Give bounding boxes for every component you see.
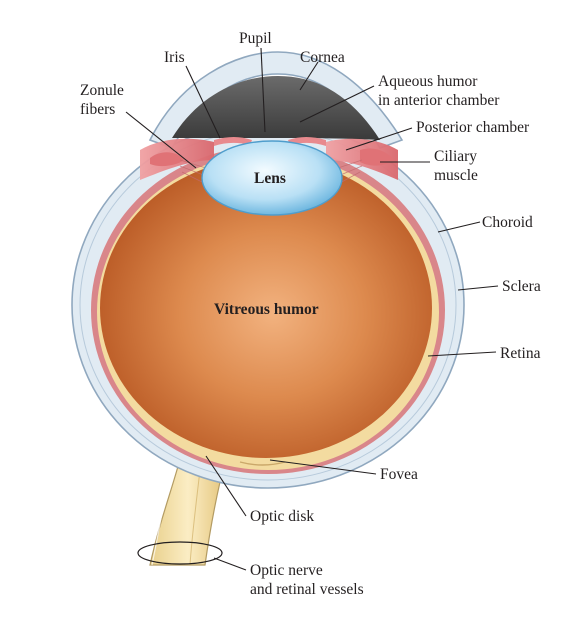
leader-sclera [457,285,499,291]
label-optic-nerve-line1: Optic nerve [250,562,323,579]
leader-choroid [437,221,481,233]
label-pupil: Pupil [239,30,272,47]
label-zonule-line2: fibers [80,101,115,118]
leader-cornea [299,61,319,91]
leader-fovea [269,459,377,475]
label-zonule-line1: Zonule [80,82,124,99]
fovea-mark [239,461,286,466]
label-optic-nerve-line2: and retinal vessels [250,581,364,598]
leader-optic-disk [205,455,247,517]
label-posterior-chamber: Posterior chamber [416,119,530,136]
label-iris: Iris [164,49,185,66]
label-retina: Retina [500,345,541,362]
label-optic-disk: Optic disk [250,508,314,525]
leader-pupil [260,47,266,133]
label-lens: Lens [254,170,286,187]
leader-zonule [125,111,197,169]
iris [214,137,326,146]
anterior-chamber [172,76,380,140]
leader-optic-nerve [213,557,247,571]
cornea [148,51,404,149]
optic-nerve [149,451,227,566]
vitreous-body [100,158,432,458]
label-sclera: Sclera [502,278,541,295]
label-vitreous: Vitreous humor [214,301,319,318]
label-ciliary-line1: Ciliary [434,148,477,165]
optic-nerve-ring [137,541,223,565]
ciliary-body [140,138,398,180]
leader-retina [427,351,497,357]
label-fovea: Fovea [380,466,418,483]
label-aqueous-line1: Aqueous humor [378,73,478,90]
labels: Pupil Iris Cornea Aqueous humor in anter… [80,30,541,598]
leader-aqueous [299,85,375,123]
label-ciliary-line2: muscle [434,167,478,184]
label-cornea: Cornea [300,49,345,66]
leader-lines [125,47,499,571]
label-choroid: Choroid [482,214,533,231]
leader-posterior [345,127,413,151]
label-aqueous-line2: in anterior chamber [378,92,500,109]
lens [201,140,343,216]
leader-iris [185,65,221,139]
